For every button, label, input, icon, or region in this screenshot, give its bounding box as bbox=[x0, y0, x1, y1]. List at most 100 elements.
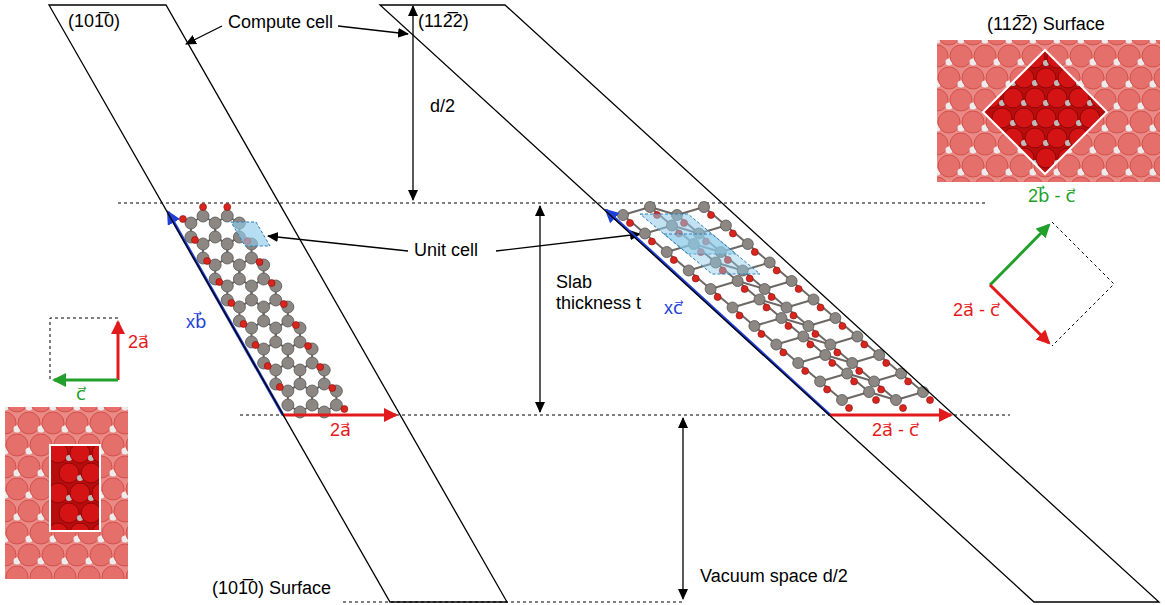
surface-atom bbox=[1003, 48, 1023, 68]
red-atom bbox=[341, 406, 348, 413]
grey-atom bbox=[197, 210, 209, 222]
surface-atom bbox=[1025, 88, 1045, 108]
surface-atom bbox=[1025, 128, 1045, 148]
surface-atom bbox=[126, 522, 128, 544]
surface-atom bbox=[114, 544, 128, 566]
dashed-box bbox=[1052, 222, 1114, 346]
surface-atom bbox=[981, 48, 1001, 68]
surface-atom bbox=[1106, 111, 1128, 133]
grey-atom bbox=[233, 301, 245, 313]
surface-atom bbox=[1126, 40, 1133, 44]
grey-atom bbox=[786, 276, 797, 287]
red-atom bbox=[216, 279, 223, 286]
grey-atom bbox=[661, 247, 672, 258]
surface-atom bbox=[26, 407, 33, 411]
grey-atom bbox=[270, 322, 282, 334]
red-atom bbox=[746, 275, 753, 282]
surface-atom bbox=[1058, 40, 1080, 45]
surface-atom bbox=[92, 483, 100, 503]
surface-atom bbox=[1109, 100, 1115, 106]
surface-atom bbox=[938, 155, 960, 177]
surface-atom bbox=[1010, 40, 1032, 45]
surface-atom bbox=[1130, 67, 1152, 89]
grey-atom bbox=[246, 322, 258, 334]
grey-atom bbox=[282, 357, 294, 369]
red-atom bbox=[812, 331, 819, 338]
surface-atom bbox=[1046, 45, 1068, 67]
red-atom bbox=[785, 323, 792, 330]
oxygen-group bbox=[179, 204, 933, 413]
surface-atom bbox=[1102, 40, 1109, 44]
red-atom bbox=[839, 323, 846, 330]
surface-atom bbox=[1014, 108, 1034, 128]
surface-atom bbox=[1142, 45, 1160, 67]
surface-atom bbox=[102, 434, 124, 456]
grey-atom bbox=[645, 202, 656, 213]
grey-atom bbox=[282, 385, 294, 397]
surface-atom bbox=[1118, 89, 1140, 111]
surface-atom bbox=[986, 155, 1008, 177]
surface-atom bbox=[1065, 180, 1071, 186]
axis-arrow bbox=[990, 225, 1049, 285]
surface-atom bbox=[974, 177, 996, 182]
cell-outline bbox=[49, 5, 507, 602]
dimension-label: Vacuum space d/2 bbox=[700, 566, 848, 587]
surface-atom bbox=[1094, 45, 1116, 67]
grey-atom bbox=[815, 376, 826, 387]
surface-atom bbox=[1102, 68, 1122, 88]
surface-atom bbox=[1047, 128, 1067, 148]
grey-atom bbox=[683, 265, 694, 276]
surface-cell bbox=[50, 445, 100, 531]
red-atom bbox=[305, 343, 312, 350]
surface-atom bbox=[1120, 160, 1126, 166]
grey-atom bbox=[639, 228, 650, 239]
surface-atom bbox=[981, 168, 1001, 188]
surface-atom bbox=[18, 456, 40, 478]
surface-atom bbox=[974, 133, 996, 155]
dashed-line bbox=[118, 203, 985, 204]
red-atom bbox=[256, 259, 263, 266]
red-atom bbox=[768, 294, 775, 301]
surface-atom bbox=[102, 522, 124, 544]
surface-pattern bbox=[5, 407, 128, 579]
vector-label: 2b⃗ - c⃗ bbox=[1028, 186, 1075, 207]
grey-atom bbox=[197, 238, 209, 250]
surface-image bbox=[914, 23, 1165, 199]
surface-atom bbox=[126, 407, 128, 412]
surface-atom bbox=[1154, 155, 1160, 177]
surface-atom bbox=[938, 111, 960, 133]
red-atom bbox=[228, 300, 235, 307]
surface-atom bbox=[6, 522, 28, 544]
grey-atom bbox=[874, 350, 885, 361]
grey-atom bbox=[720, 220, 731, 231]
unit-cell bbox=[664, 234, 760, 274]
red-atom bbox=[240, 321, 247, 328]
surface-atom bbox=[1036, 68, 1056, 88]
surface-atom bbox=[114, 456, 128, 478]
surface-atom bbox=[1102, 148, 1122, 168]
grey-atom bbox=[270, 294, 282, 306]
surface-atom bbox=[1082, 40, 1104, 45]
grey-atom bbox=[233, 259, 245, 271]
surface-atom bbox=[18, 500, 40, 522]
surface-atom bbox=[1130, 40, 1152, 45]
surface-atom bbox=[1091, 168, 1111, 188]
surface-atom bbox=[1080, 148, 1100, 168]
surface-atom bbox=[1109, 180, 1115, 186]
grey-atom bbox=[270, 336, 282, 348]
surface-atom bbox=[1091, 48, 1111, 68]
grey-atom bbox=[318, 378, 330, 390]
callout-label: Compute cell bbox=[228, 12, 333, 33]
unit-cell bbox=[231, 222, 270, 246]
surface-atom bbox=[1082, 67, 1104, 89]
surface-atom bbox=[70, 523, 90, 531]
atom-layer bbox=[179, 202, 933, 419]
surface-atom bbox=[999, 60, 1005, 66]
surface-atom bbox=[1091, 128, 1111, 148]
grey-atom bbox=[825, 339, 836, 350]
grey-atom bbox=[209, 231, 221, 243]
cell-label: (112̅2) bbox=[418, 11, 469, 32]
surface-atom bbox=[18, 544, 40, 566]
surface-atom bbox=[1058, 108, 1078, 128]
cell-outline bbox=[49, 5, 507, 602]
